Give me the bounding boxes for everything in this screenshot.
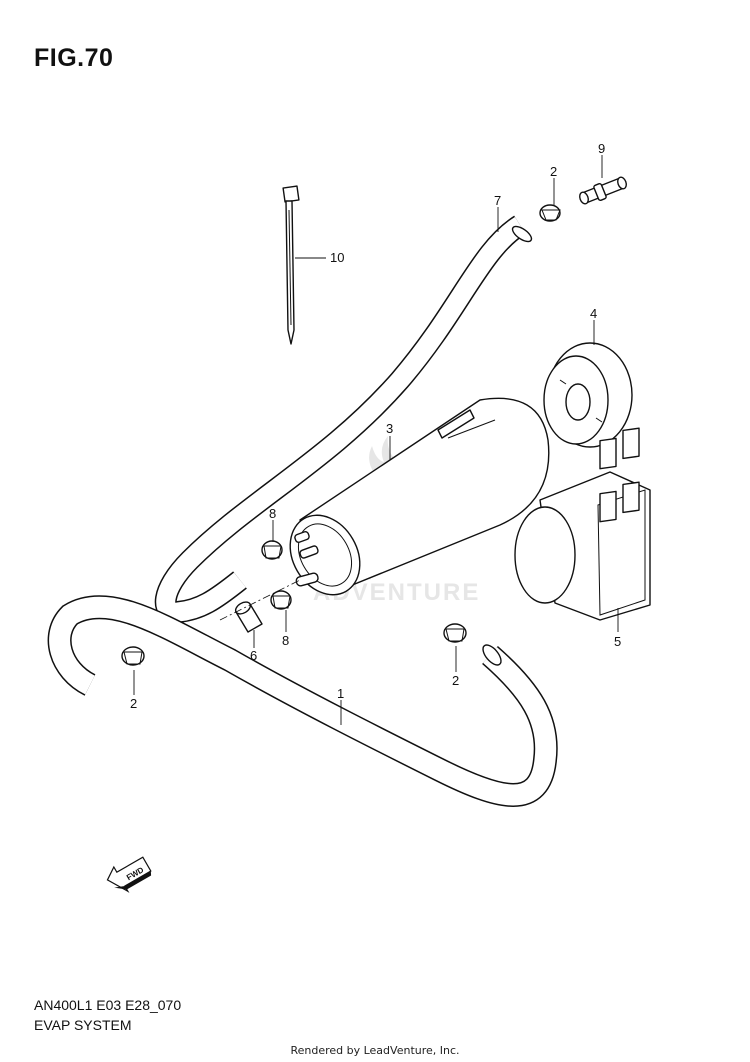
callout-2-left: 2	[130, 696, 137, 711]
clamp-8-lower[interactable]	[270, 590, 292, 610]
connector[interactable]	[578, 176, 628, 205]
render-credit: Rendered by LeadVenture, Inc.	[290, 1044, 460, 1057]
canister-cover[interactable]	[514, 427, 651, 621]
callout-10: 10	[330, 250, 344, 265]
cushion-ring[interactable]	[543, 342, 633, 448]
callout-6: 6	[250, 648, 257, 663]
fwd-arrow-icon: FWD	[106, 856, 152, 893]
hose-7[interactable]	[154, 215, 534, 624]
cap[interactable]	[234, 600, 263, 633]
clamp-left[interactable]	[121, 646, 145, 666]
callout-7: 7	[494, 193, 501, 208]
diagram-name: EVAP SYSTEM	[34, 1017, 132, 1033]
callout-1: 1	[337, 686, 344, 701]
canister[interactable]	[276, 397, 550, 607]
callout-2-right: 2	[452, 673, 459, 688]
callout-4: 4	[590, 306, 597, 321]
figure-title: FIG.70	[34, 44, 114, 72]
hose-1[interactable]	[47, 595, 558, 807]
cable-tie[interactable]	[282, 185, 300, 345]
callout-3: 3	[386, 421, 393, 436]
callout-8-lower: 8	[282, 633, 289, 648]
callout-9: 9	[598, 141, 605, 156]
callout-2-top: 2	[550, 164, 557, 179]
callout-8-upper: 8	[269, 506, 276, 521]
clamp-8-upper[interactable]	[261, 540, 283, 560]
clamp-top[interactable]	[539, 204, 561, 222]
center-line	[219, 579, 301, 621]
callout-5: 5	[614, 634, 621, 649]
diagram-code: AN400L1 E03 E28_070	[34, 997, 182, 1013]
clamp-right[interactable]	[443, 623, 467, 643]
leader-lines	[133, 155, 619, 725]
callout-labels: 1 2 2 2 3 4 5 6 7 8 8 9 10	[130, 141, 621, 711]
